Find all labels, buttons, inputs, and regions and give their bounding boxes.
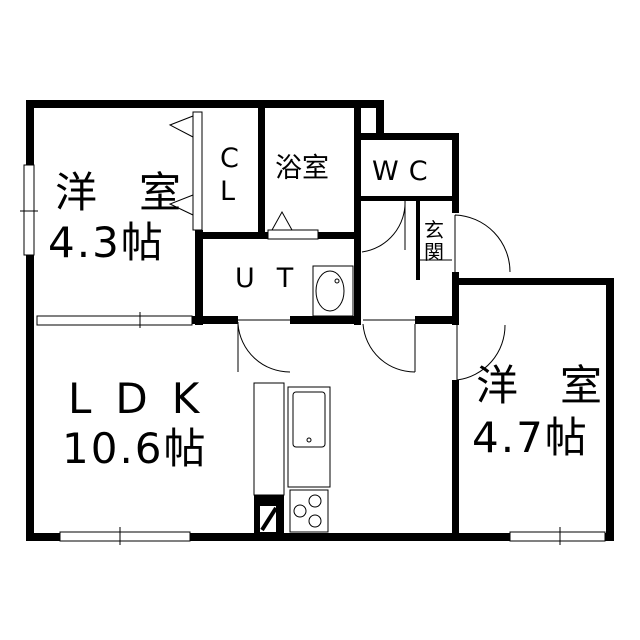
closet-label-2: L	[220, 176, 236, 207]
sink-icon	[292, 391, 326, 448]
window-west	[23, 164, 35, 256]
door-entrance	[454, 214, 511, 273]
ldk-label: LDK	[68, 374, 224, 423]
door-ut	[237, 322, 291, 373]
bath-label: 浴室	[275, 153, 329, 184]
closet-sliding-door	[192, 111, 203, 231]
closet-label-1: C	[220, 143, 239, 174]
door-wc	[361, 199, 406, 253]
entrance-label-2: 関	[424, 240, 444, 264]
kitchen-counter	[253, 382, 285, 496]
window-ldk	[59, 531, 191, 542]
door-hall	[362, 323, 416, 373]
bedroom-west-size: 4.3帖	[48, 218, 165, 267]
sink-counter	[287, 386, 331, 488]
washbasin	[312, 265, 354, 317]
window-east	[509, 531, 606, 542]
door-bedroom-east	[456, 324, 506, 381]
bedroom-west-name: 洋 室	[55, 168, 182, 217]
sliding-door-bedroom-west	[36, 315, 193, 326]
bedroom-east-size: 4.7帖	[472, 413, 589, 462]
ut-label: UT	[235, 263, 316, 294]
entrance-label-1: 玄	[424, 218, 444, 242]
bath-door	[267, 229, 319, 240]
walls	[26, 100, 614, 541]
bedroom-east-name: 洋 室	[476, 361, 603, 410]
stove-icon	[289, 489, 329, 533]
wc-label: WC	[372, 156, 438, 187]
ldk-size: 10.6帖	[62, 424, 208, 473]
